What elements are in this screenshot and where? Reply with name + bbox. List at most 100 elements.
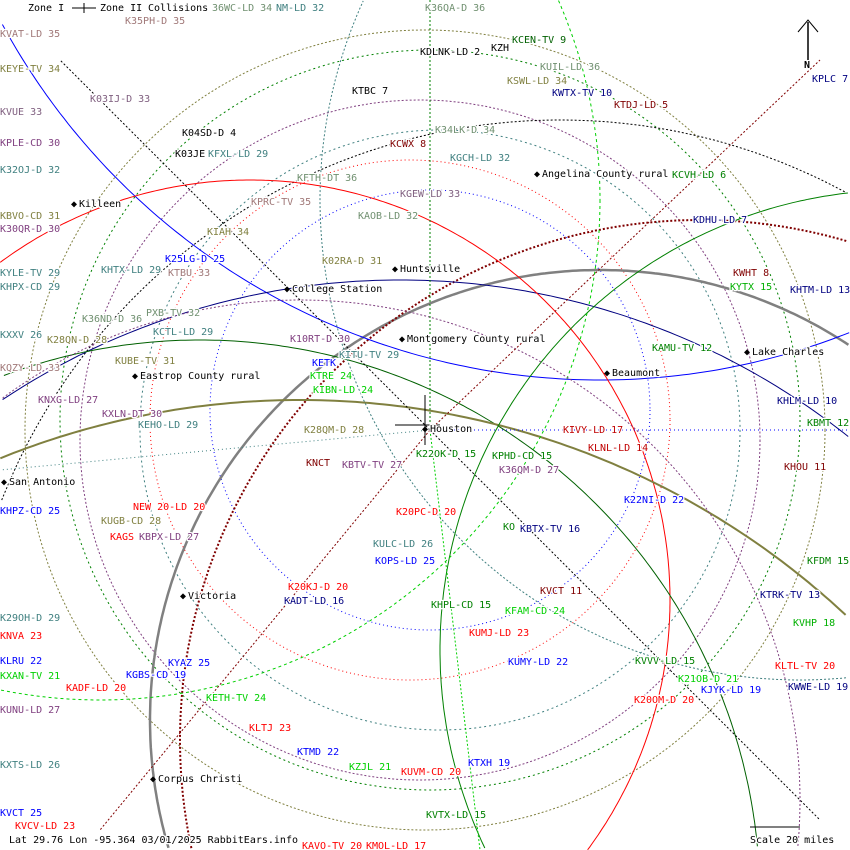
station-label[interactable]: K25LG-D 25 [164,253,227,267]
station-label[interactable]: K03IJ-D 33 [89,93,152,107]
station-label[interactable]: KUGB-CD 28 [100,515,163,529]
station-label[interactable]: KBTV-TV 27 [341,459,404,473]
station-label[interactable]: KTXH 19 [467,757,512,771]
station-label[interactable]: KMOL-LD 17 [365,840,428,850]
station-label[interactable]: KPLC 7 [811,73,850,87]
station-label[interactable]: KQZY-LD 33 [0,362,61,376]
station-label[interactable]: KPHD-CD 15 [491,450,554,464]
station-label[interactable]: K28QM-D 28 [303,424,366,438]
station-label[interactable]: KEYE-TV 34 [0,63,61,77]
station-label[interactable]: KIVY-LD 17 [562,424,625,438]
station-label[interactable]: KNVA 23 [0,630,43,644]
station-label[interactable]: KBVO-CD 31 [0,210,61,224]
station-label[interactable]: KBMT 12 [806,417,850,431]
station-label[interactable]: KFTH-DT 36 [296,172,359,186]
station-label[interactable]: KBTX-TV 16 [519,523,582,537]
station-label[interactable]: KXAN-TV 21 [0,670,61,684]
station-label[interactable]: KHPL-CD 15 [430,599,493,613]
station-label[interactable]: K04SD-D 4 [181,127,238,141]
station-label[interactable]: KLTL-TV 20 [774,660,837,674]
station-label[interactable]: KOPS-LD 25 [374,555,437,569]
station-label[interactable]: KFAM-CD 24 [504,605,567,619]
station-label[interactable]: K03JE [174,148,207,162]
station-label[interactable]: K22NI-D 22 [623,494,686,508]
station-label[interactable]: KETH-TV 24 [205,692,268,706]
station-label[interactable]: KUIL-LD 36 [539,61,602,75]
station-label[interactable]: KPLE-CD 30 [0,137,61,151]
station-label[interactable]: K36QM-D 27 [498,464,561,478]
station-label[interactable]: KIBN-LD 24 [312,384,375,398]
station-label[interactable]: K22OK-D 15 [415,448,478,462]
station-label[interactable]: KFDM 15 [806,555,850,569]
station-label[interactable]: KVUE 33 [0,106,43,120]
station-label[interactable]: KZJL 21 [348,761,393,775]
station-label[interactable]: KWHT 8 [732,267,771,281]
station-label[interactable]: KADF-LD 20 [65,682,128,696]
station-label[interactable]: KTMD 22 [296,746,341,760]
station-label[interactable]: KUBE-TV 31 [114,355,177,369]
station-label[interactable]: KFXL-LD 29 [207,148,270,162]
station-label[interactable]: KVCV-LD 23 [14,820,77,834]
station-label[interactable]: KLRU 22 [0,655,43,669]
station-label[interactable]: KEHO-LD 29 [137,419,200,433]
station-label[interactable]: KTRK-TV 13 [759,589,822,603]
station-label[interactable]: K28QN-D 28 [46,334,109,348]
station-label[interactable]: KITU-TV 29 [338,349,401,363]
station-label[interactable]: KAVO-TV 20 [301,840,364,850]
station-label[interactable]: KETK [311,357,338,371]
station-label[interactable]: K32OJ-D 32 [0,164,61,178]
station-label[interactable]: KLNL-LD 14 [587,442,650,456]
station-label[interactable]: KHTM-LD 13 [789,284,850,298]
station-label[interactable]: KHOU 11 [783,461,828,475]
station-label[interactable]: KNXG-LD 27 [37,394,100,408]
station-label[interactable]: K36ND-D 36 [81,313,144,327]
station-label[interactable]: 36WC-LD 34 [211,2,274,16]
station-label[interactable]: KDHU-LD 7 [692,214,749,228]
station-label[interactable]: PXB-TV 32 [145,307,202,321]
station-label[interactable]: KO [502,521,517,535]
station-label[interactable]: KSWL-LD 34 [506,75,569,89]
station-label[interactable]: K35PH-D 35 [124,15,187,29]
station-label[interactable]: KHPZ-CD 25 [0,505,61,519]
station-label[interactable]: KCVH-LD 6 [671,169,728,183]
station-label[interactable]: KUMY-LD 22 [507,656,570,670]
station-label[interactable]: KTRE 24 [309,370,354,384]
station-label[interactable]: KCEN-TV 9 [511,34,568,48]
station-label[interactable]: KGBS-CD 19 [125,669,188,683]
station-label[interactable]: NM-LD 32 [275,2,326,16]
station-label[interactable]: KXLN-DT 30 [101,408,164,422]
station-label[interactable]: KYTX 15 [729,281,774,295]
station-label[interactable]: K30QR-D 30 [0,223,61,237]
station-label[interactable]: KWTX-TV 10 [551,87,614,101]
station-label[interactable]: KVVV-LD 15 [634,655,697,669]
station-label[interactable]: KUNU-LD 27 [0,704,61,718]
station-label[interactable]: KYAZ 25 [167,657,212,671]
station-label[interactable]: K02RA-D 31 [321,255,384,269]
station-label[interactable]: K34LK-D 34 [434,124,497,138]
station-label[interactable]: KGCH-LD 32 [449,152,512,166]
station-label[interactable]: KADT-LD 16 [283,595,346,609]
station-label[interactable]: K29OH-D 29 [0,612,61,626]
station-label[interactable]: KUVM-CD 20 [400,766,463,780]
station-label[interactable]: KCWX 8 [389,138,428,152]
station-label[interactable]: KVAT-LD 35 [0,28,61,42]
station-label[interactable]: KAMU-TV 12 [651,342,714,356]
station-label[interactable]: KVCT 11 [539,585,584,599]
station-label[interactable]: K20KJ-D 20 [287,581,350,595]
station-label[interactable]: KAOB-LD 32 [357,210,420,224]
station-label[interactable]: KJYK-LD 19 [700,684,763,698]
station-label[interactable]: KHPX-CD 29 [0,281,61,295]
station-label[interactable]: KULC-LD 26 [372,538,435,552]
station-label[interactable]: KVTX-LD 15 [425,809,488,823]
station-label[interactable]: K20PC-D 20 [395,506,458,520]
station-label[interactable]: KTDJ-LD 5 [613,99,670,113]
station-label[interactable]: KTBU 33 [167,267,212,281]
station-label[interactable]: KGEW-LD 33 [399,188,462,202]
station-label[interactable]: KAGS [109,531,136,545]
station-label[interactable]: KNCT [305,457,332,471]
station-label[interactable]: KXTS-LD 26 [0,759,61,773]
station-label[interactable]: KDLNK-LD 2 [419,46,482,60]
station-label[interactable]: NEW 20-LD 20 [132,501,207,515]
station-label[interactable]: KTBC 7 [351,85,390,99]
station-label[interactable]: KPRC-TV 35 [250,196,313,210]
